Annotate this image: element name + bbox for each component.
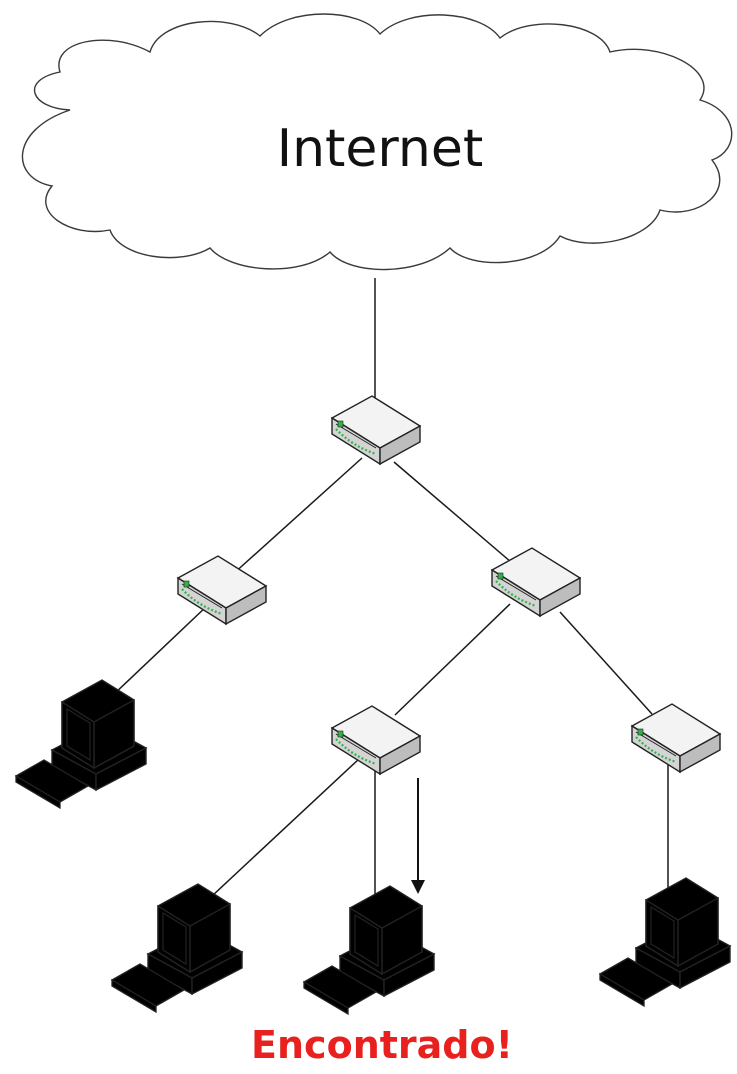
- router-left: [176, 554, 268, 626]
- link-right-farright: [559, 611, 653, 715]
- link-root-left: [231, 457, 363, 576]
- computer-left: [15, 679, 147, 809]
- found-label: Encontrado!: [251, 1023, 513, 1067]
- computer-found: [303, 885, 435, 1015]
- search-arrow: [411, 778, 425, 894]
- internet-cloud: Internet: [21, 13, 733, 271]
- router-right: [490, 546, 582, 618]
- computer-bottom-right: [599, 877, 731, 1007]
- cloud-label: Internet: [277, 119, 483, 179]
- link-root-right: [393, 461, 519, 569]
- computer-bottom-left: [111, 883, 243, 1013]
- link-left-computer: [111, 604, 209, 697]
- router-far-right: [630, 702, 722, 774]
- link-mid-bottomleft: [211, 757, 361, 897]
- router-root: [330, 394, 422, 466]
- connections: [111, 278, 669, 898]
- router-mid: [330, 704, 422, 776]
- link-right-mid: [394, 603, 511, 716]
